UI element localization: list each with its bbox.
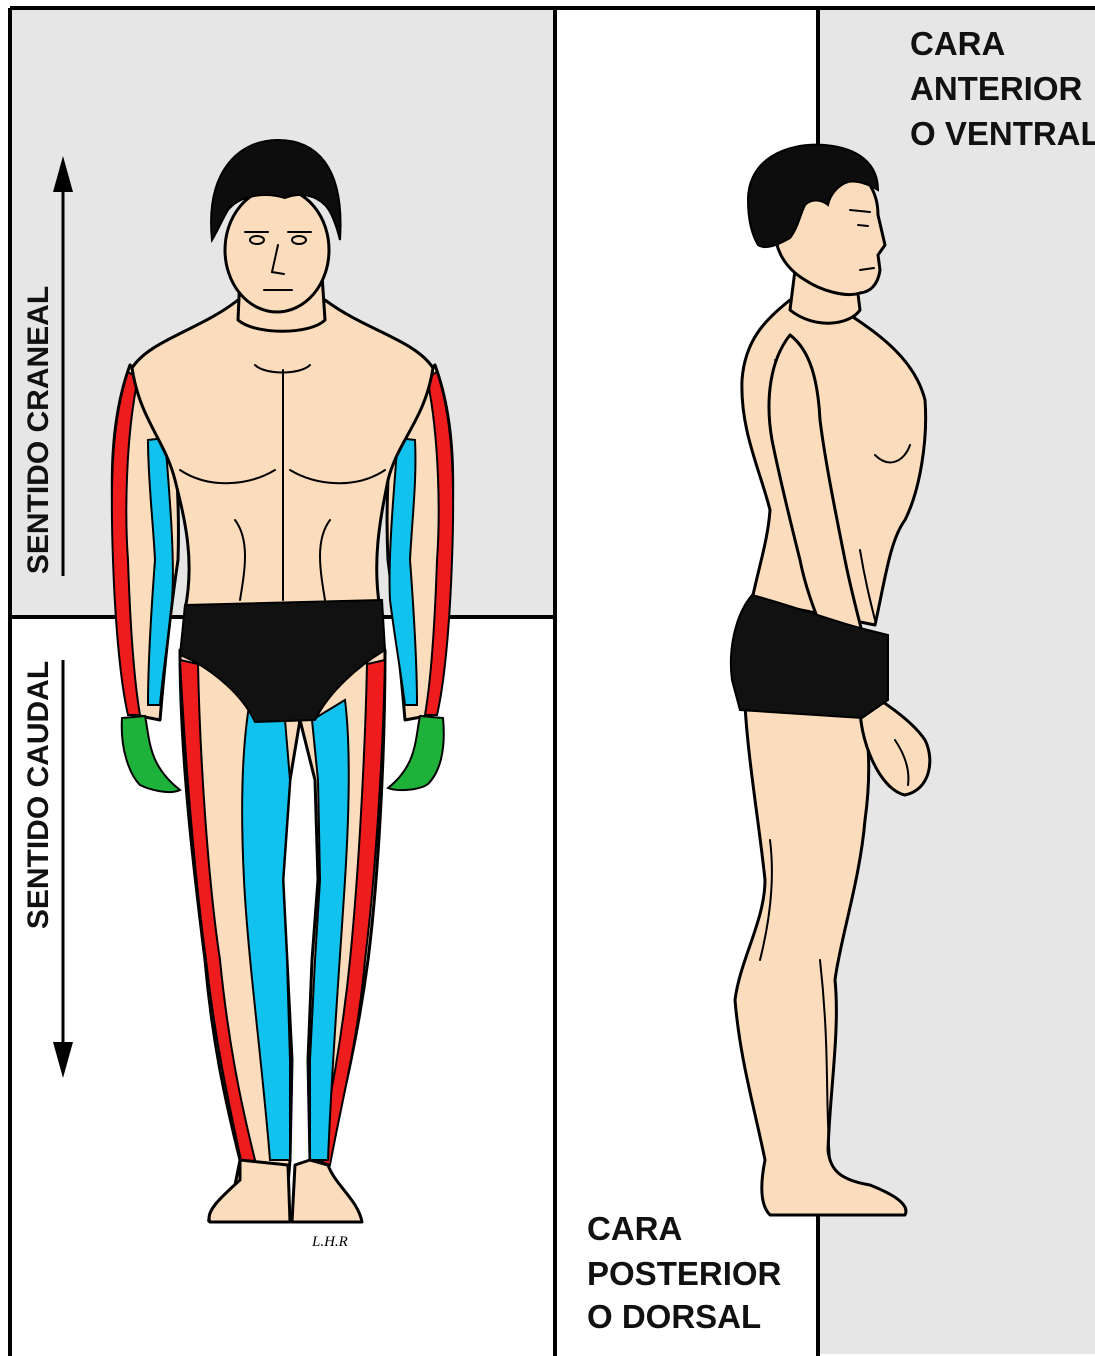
anterior-line-1: CARA	[910, 25, 1005, 62]
posterior-line-2: POSTERIOR	[587, 1255, 782, 1292]
anterior-line-3: O VENTRAL	[910, 115, 1095, 152]
cranial-label: SENTIDO CRANEAL	[22, 286, 55, 574]
caudal-label: SENTIDO CAUDAL	[22, 661, 55, 929]
posterior-line-3: O DORSAL	[587, 1298, 761, 1335]
artist-signature: L.H.R	[311, 1234, 348, 1250]
posterior-line-1: CARA	[587, 1210, 682, 1247]
anterior-line-2: ANTERIOR	[910, 70, 1083, 107]
